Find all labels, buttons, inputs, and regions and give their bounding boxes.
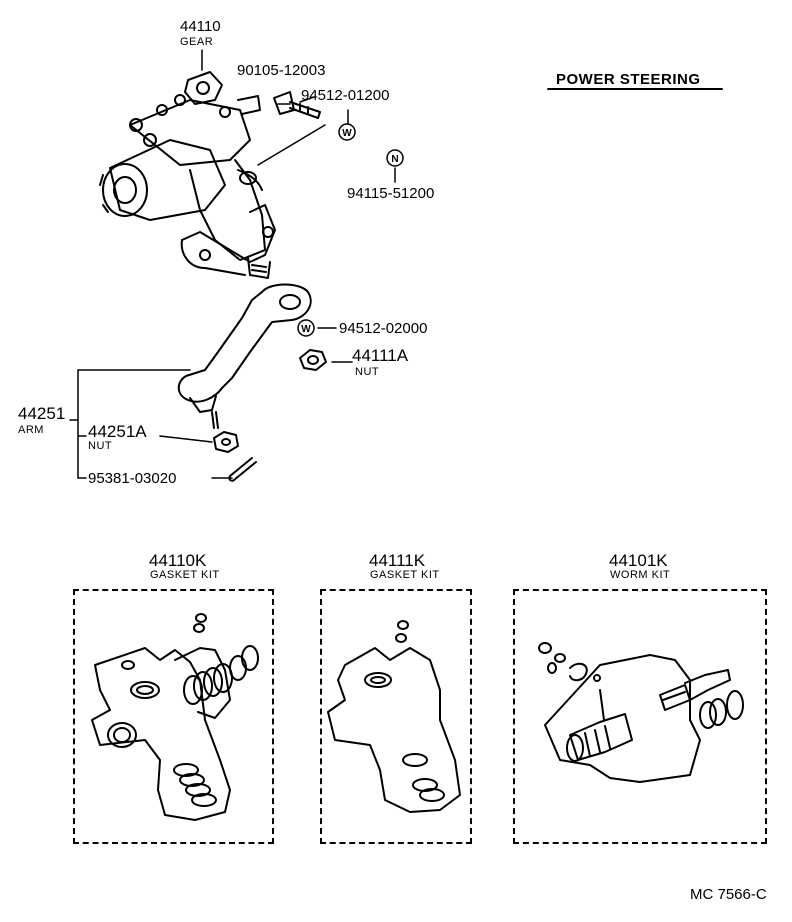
nut-n-part-number: 94115-51200 <box>347 185 435 202</box>
washer-lower-part-number: 94512-02000 <box>339 320 428 337</box>
kit-44111k-drawing <box>327 620 461 813</box>
arm-part-name: ARM <box>18 424 44 436</box>
washer-w-letter-lower: W <box>301 324 311 335</box>
washer-upper-part-number: 94512-01200 <box>301 87 390 104</box>
arm-nut-part-name: NUT <box>88 440 113 452</box>
kit-1-part-number: 44110K <box>149 551 207 570</box>
kit-box-44110k <box>73 589 274 844</box>
gear-part-number: 44110 <box>180 18 221 35</box>
kit-1-name: GASKET KIT <box>150 569 220 581</box>
kit-3-part-number: 44101K <box>609 551 668 570</box>
arm-bracket <box>69 49 396 479</box>
nut-n-icon <box>386 149 404 167</box>
bolt-part-number: 90105-12003 <box>237 62 326 79</box>
kit-3-name: WORM KIT <box>610 569 671 581</box>
kit-2-part-number: 44111K <box>369 551 426 570</box>
nut-44111a-drawing <box>299 349 327 371</box>
washer-w-icon-upper <box>338 123 356 141</box>
nut-n-letter: N <box>391 154 398 165</box>
steering-gear-drawing <box>99 71 326 279</box>
gear-part-name: GEAR <box>180 36 214 48</box>
washer-w-icon-lower <box>297 319 315 337</box>
page-title: POWER STEERING <box>556 71 701 88</box>
nut-44251a-drawing <box>213 431 239 453</box>
arm-nut-part-number: 44251A <box>88 422 147 441</box>
kit-44101k-drawing <box>538 642 744 783</box>
nut-44111a-part-name: NUT <box>355 366 380 378</box>
bolt-drawing <box>273 91 321 119</box>
kit-box-44101k <box>513 589 767 844</box>
cotter-pin-drawing <box>228 457 257 482</box>
washer-w-letter-upper: W <box>342 128 352 139</box>
nut-44111a-part-number: 44111A <box>352 346 409 365</box>
drawing-code: MC 7566-C <box>690 886 767 903</box>
kit-44110k-drawing <box>91 613 259 821</box>
kit-box-44111k <box>320 589 472 844</box>
pitman-arm-drawing <box>177 283 312 429</box>
kit-2-name: GASKET KIT <box>370 569 440 581</box>
arm-part-number: 44251 <box>18 404 66 423</box>
cotter-pin-part-number: 95381-03020 <box>88 470 177 487</box>
